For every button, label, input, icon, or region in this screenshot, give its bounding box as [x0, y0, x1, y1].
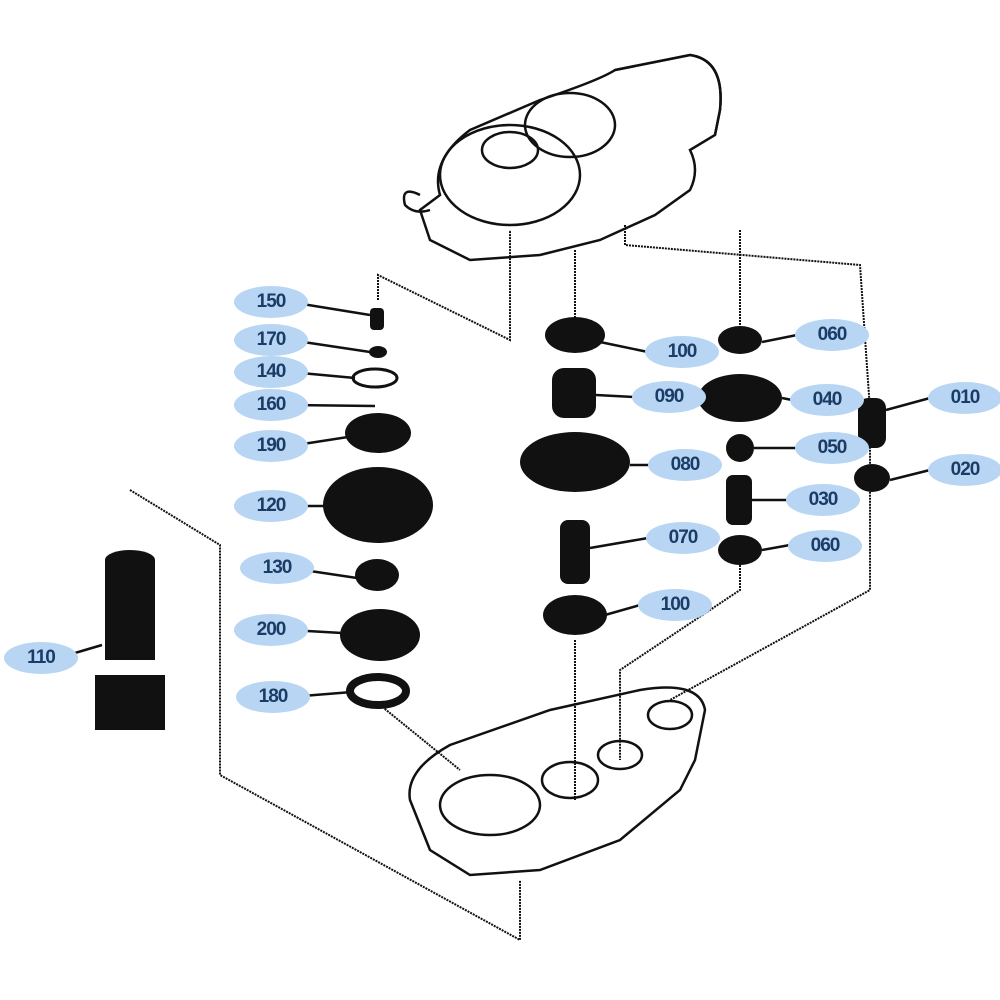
- part-070-shaft: [560, 520, 590, 584]
- callout-160[interactable]: 160: [234, 389, 308, 421]
- part-120-gear: [323, 467, 433, 543]
- part-090-bushing: [552, 368, 596, 418]
- callout-150[interactable]: 150: [234, 286, 308, 318]
- callout-140[interactable]: 140: [234, 356, 308, 388]
- part-150-bolt: [370, 308, 384, 330]
- callout-070[interactable]: 070: [646, 522, 720, 554]
- part-100-bearing-top: [545, 317, 605, 353]
- callout-050[interactable]: 050: [795, 432, 869, 464]
- part-080-gear: [520, 432, 630, 492]
- part-060-bearing-top: [718, 326, 762, 354]
- upper-housing: [402, 53, 722, 262]
- part-180-seal: [346, 673, 410, 709]
- part-060-bearing-bottom: [718, 535, 762, 565]
- lower-housing: [408, 686, 707, 877]
- part-110-shaft: [105, 560, 155, 660]
- callout-100-bottom[interactable]: 100: [638, 589, 712, 621]
- callout-190[interactable]: 190: [234, 430, 308, 462]
- part-030-shaft: [726, 475, 752, 525]
- callout-180[interactable]: 180: [236, 681, 310, 713]
- callout-030[interactable]: 030: [786, 484, 860, 516]
- part-010-plug: [858, 398, 886, 448]
- callout-200[interactable]: 200: [234, 614, 308, 646]
- part-190-bearing: [345, 413, 411, 453]
- callout-060-bottom[interactable]: 060: [788, 530, 862, 562]
- callout-100-top[interactable]: 100: [645, 336, 719, 368]
- part-170-washer: [369, 346, 387, 358]
- part-140-plate: [351, 367, 399, 389]
- callout-080[interactable]: 080: [648, 449, 722, 481]
- part-040-gear: [698, 374, 782, 422]
- part-130-bushing: [355, 559, 399, 591]
- callout-090[interactable]: 090: [632, 381, 706, 413]
- part-200-bearing: [340, 609, 420, 661]
- assembly-lines: [129, 225, 871, 942]
- part-020-cap: [854, 464, 890, 492]
- part-050-collar: [726, 434, 754, 462]
- callout-010[interactable]: 010: [928, 382, 1000, 414]
- callout-060-top[interactable]: 060: [795, 319, 869, 351]
- part-100-bearing-bottom: [543, 595, 607, 635]
- callout-020[interactable]: 020: [928, 454, 1000, 486]
- callout-120[interactable]: 120: [234, 490, 308, 522]
- callout-170[interactable]: 170: [234, 324, 308, 356]
- callout-130[interactable]: 130: [240, 552, 314, 584]
- callout-040[interactable]: 040: [790, 384, 864, 416]
- callout-110[interactable]: 110: [4, 642, 78, 674]
